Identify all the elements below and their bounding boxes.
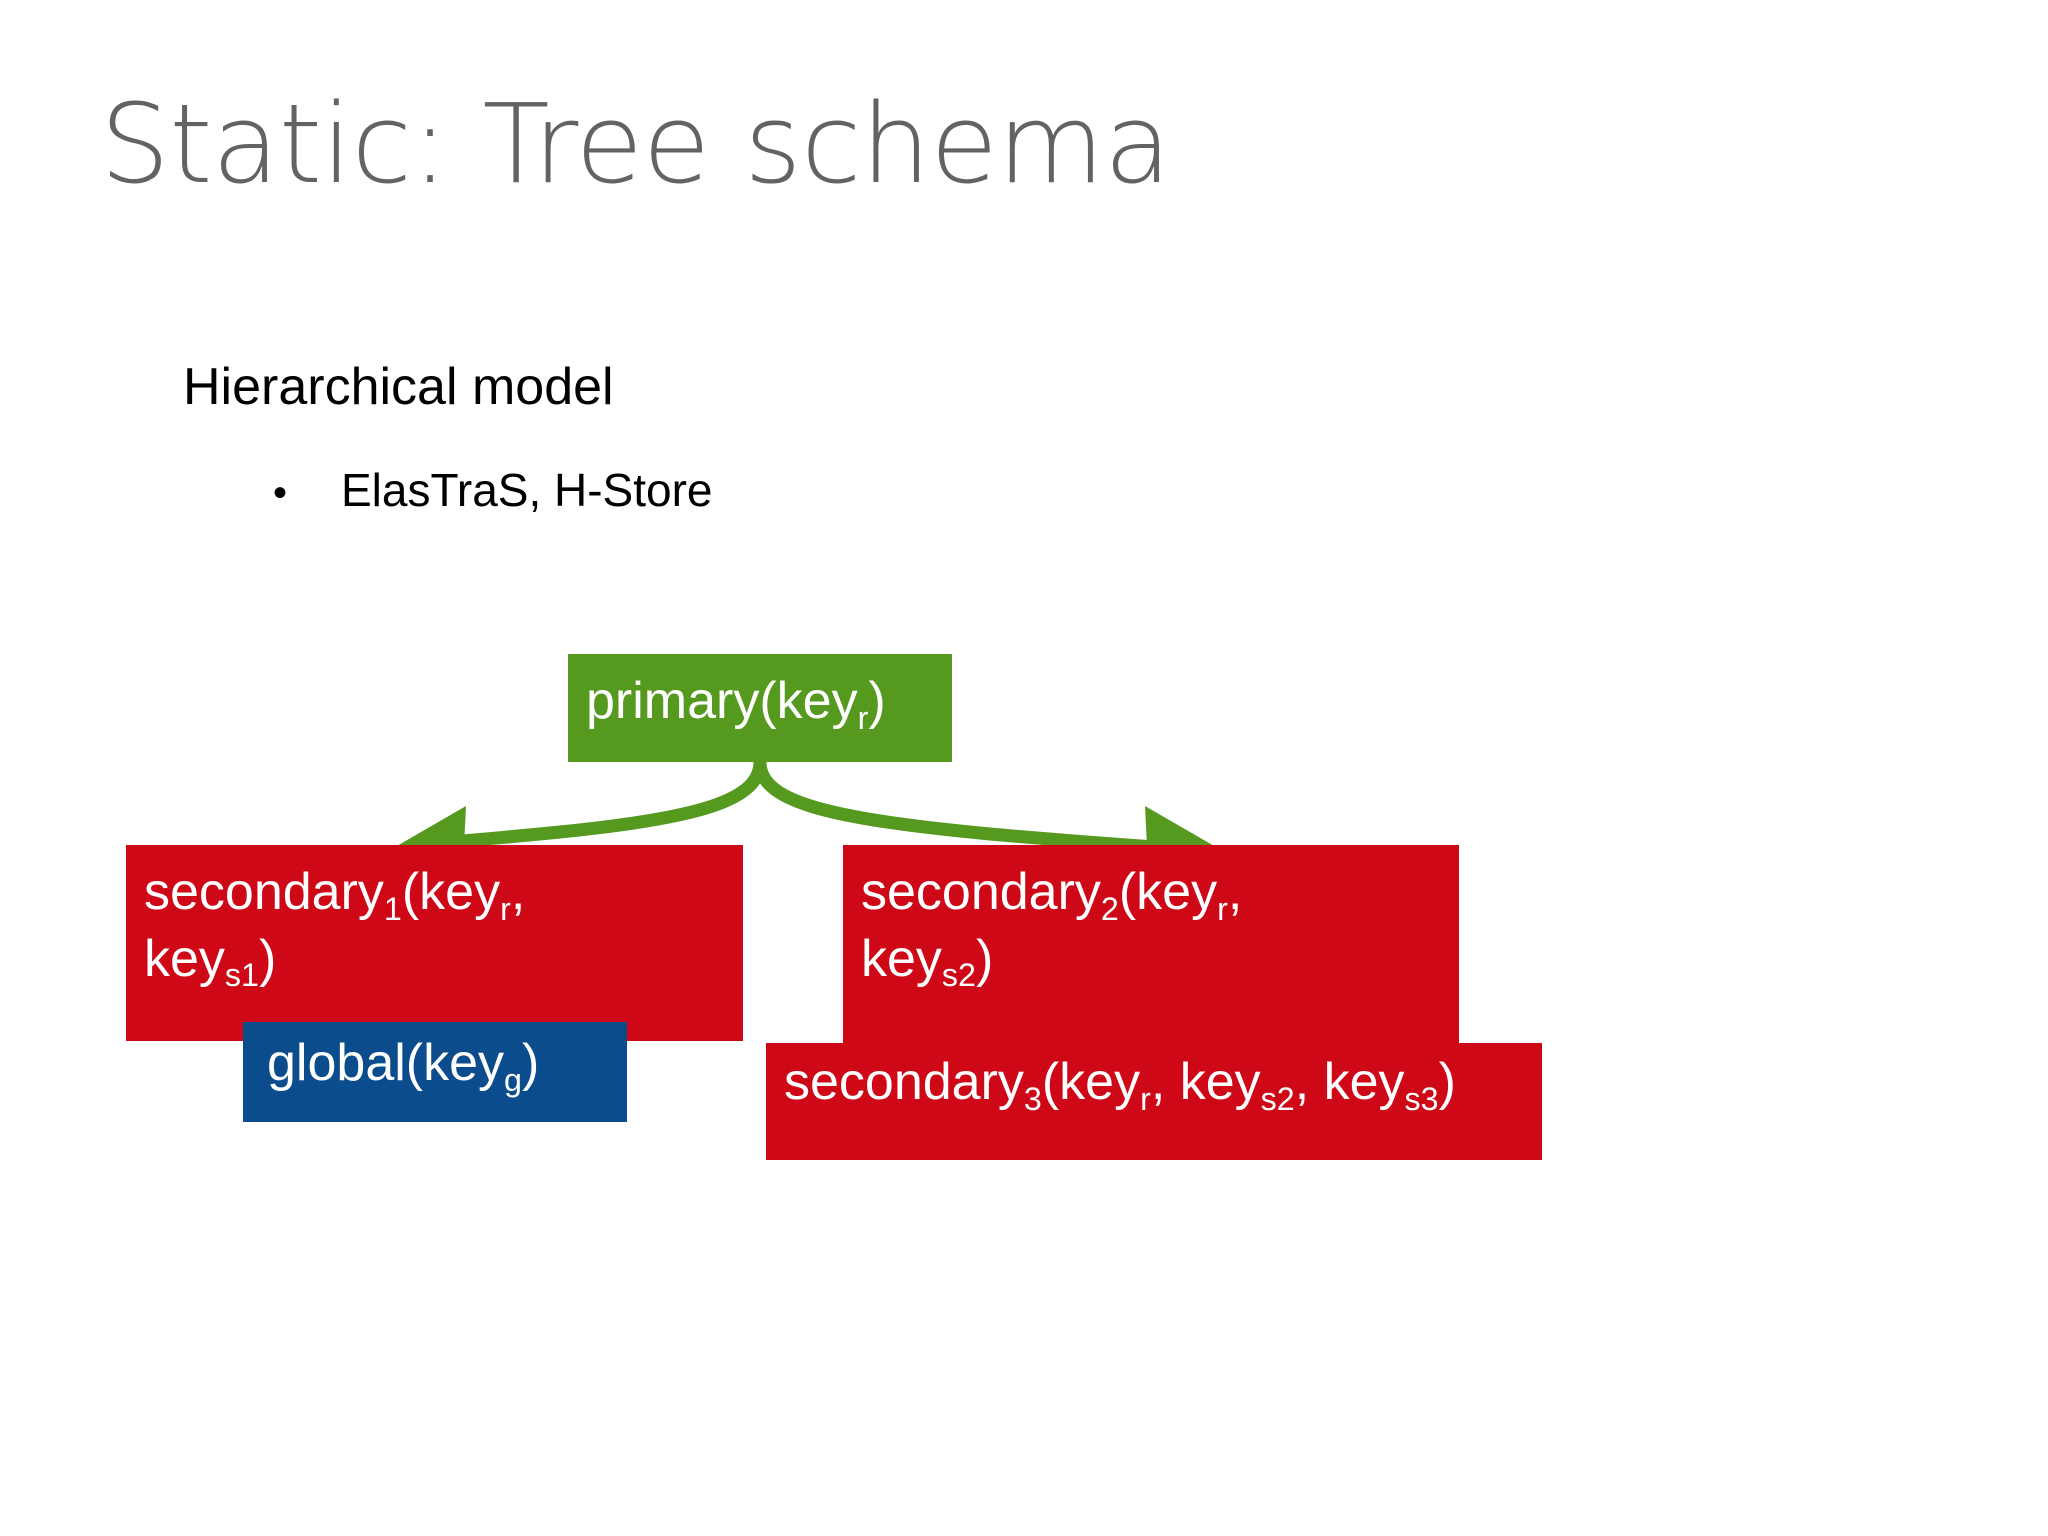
node-secondary-1-label: secondary1(keyr,keys1) [144,863,526,994]
node-secondary-3[interactable]: secondary3(keyr, keys2, keys3) [766,1043,1542,1160]
page-title: Static: Tree schema [100,80,1171,208]
node-secondary-2[interactable]: secondary2(keyr,keys2) [843,845,1459,1043]
node-secondary-1[interactable]: secondary1(keyr,keys1) [126,845,743,1041]
node-secondary-2-label: secondary2(keyr,keys2) [861,863,1243,994]
bullet-item-label: ElasTraS, H-Store [341,464,713,516]
bullet-point-icon: • [273,471,288,515]
node-primary-table[interactable]: primary(keyr) [568,654,952,762]
node-global-label: global(keyg) [267,1034,540,1098]
body-heading: Hierarchical model [183,358,614,416]
bullet-list-item: • ElasTraS, H-Store [273,464,713,517]
node-secondary-3-label: secondary3(keyr, keys2, keys3) [784,1053,1456,1117]
node-primary-label: primary(keyr) [586,672,886,736]
node-global-table[interactable]: global(keyg) [243,1022,627,1122]
